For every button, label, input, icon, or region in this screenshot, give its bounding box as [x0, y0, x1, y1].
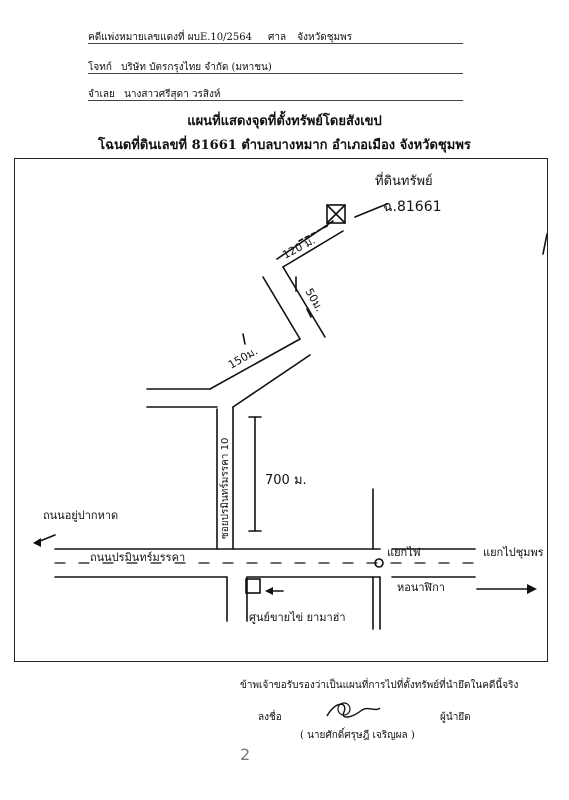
- defendant-underline: [88, 100, 463, 101]
- sign-label: ลงชื่อ: [258, 712, 282, 723]
- signer-name: ( นายศักดิ์ศรุษฎี เจริญผล ): [300, 730, 415, 741]
- property-label: ที่ดินทรัพย์: [375, 172, 433, 189]
- defendant-value: นางสาวศรีสุดา วรสิงห์: [124, 89, 221, 100]
- defendant-label: จำเลย: [88, 89, 115, 100]
- plaintiff-label: โจทก์: [88, 62, 112, 73]
- plaintiff-underline: [88, 73, 463, 74]
- role-label: ผู้นำยึด: [440, 712, 471, 723]
- page-mark: 2: [240, 745, 251, 764]
- distance-150m: 150ม.: [226, 344, 260, 371]
- case-number-row: คดีแพ่งหมายเลขแดงที่ ผบE.10/2564: [88, 30, 252, 45]
- clock-tower-label: หอนาฬิกา: [397, 581, 445, 594]
- signature-mark: [326, 702, 381, 718]
- deed-title: โฉนดที่ดินเลขที่ 81661 ตำบลบางหมาก อำเภอ…: [98, 138, 471, 153]
- deed-number: ฉ.81661: [383, 199, 442, 215]
- distance-50m: 50ม.: [302, 286, 326, 314]
- road-label: ถนนปรมินทร์มรรคา: [90, 551, 185, 564]
- right-destination: แยกไปชุมพร: [483, 546, 544, 559]
- distance-700m: 700 ม.: [265, 473, 307, 488]
- court-label: ศาล: [268, 32, 287, 43]
- certification-text: ข้าพเจ้าขอรับรองว่าเป็นแผนที่การไปที่ตั้…: [240, 680, 519, 691]
- case-number: คดีแพ่งหมายเลขแดงที่ ผบE.10/2564: [88, 32, 252, 43]
- left-destination: ถนนอยู่ปากหาด: [43, 509, 118, 522]
- plaintiff-value: บริษัท บัตรกรุงไทย จำกัด (มหาชน): [121, 62, 272, 73]
- soi-label: ซอยปรมินทร์มรรคา 10: [219, 438, 231, 539]
- map-frame: ที่ดินทรัพย์ ฉ.81661 120 ม. 50ม. 150ม. 7…: [14, 158, 548, 662]
- case-underline: [88, 43, 463, 44]
- sketch-map: ที่ดินทรัพย์ ฉ.81661 120 ม. 50ม. 150ม. 7…: [33, 172, 547, 630]
- court-value: จังหวัดชุมพร: [297, 32, 353, 43]
- map-title: แผนที่แสดงจุดที่ตั้งทรัพย์โดยสังเขป: [187, 114, 382, 129]
- plaintiff-row: โจทก์ บริษัท บัตรกรุงไทย จำกัด (มหาชน): [88, 60, 272, 75]
- court-field: ศาล จังหวัดชุมพร: [268, 30, 352, 45]
- landmark-label: ศูนย์ขายไข่ ยามาฮ่า: [249, 611, 346, 624]
- defendant-row: จำเลย นางสาวศรีสุดา วรสิงห์: [88, 87, 220, 102]
- intersection-label: แยกไฟ: [387, 546, 421, 559]
